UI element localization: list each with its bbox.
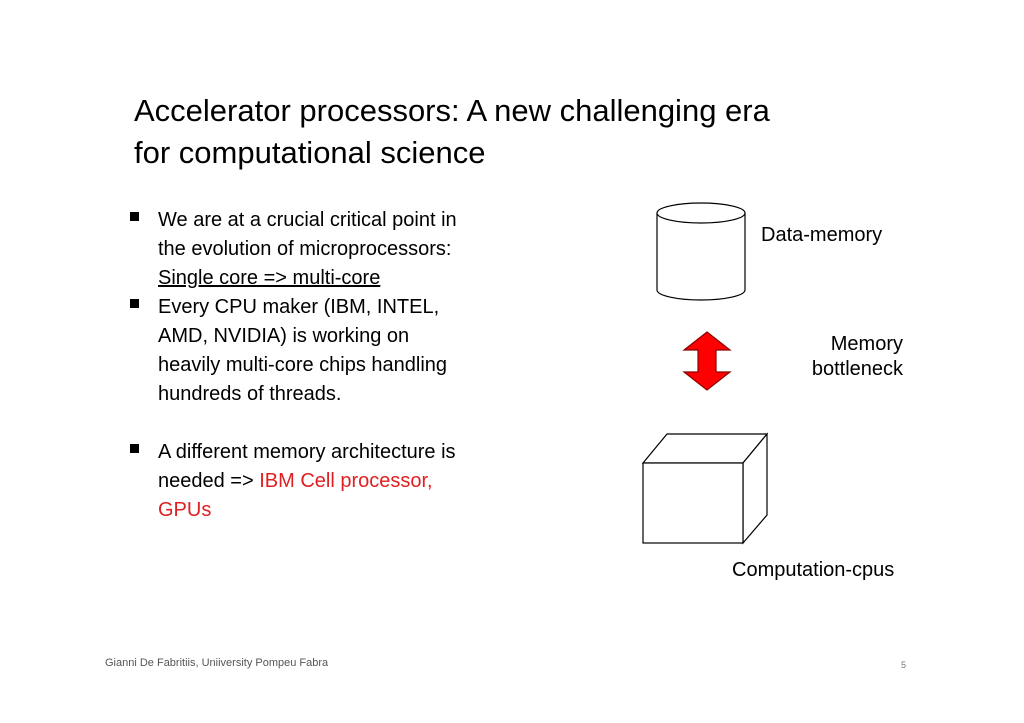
computation-cube-icon	[641, 432, 769, 545]
bullet-square-icon	[130, 444, 139, 453]
bullet-square-icon	[130, 299, 139, 308]
data-memory-label: Data-memory	[761, 224, 883, 246]
bullet-3-line-3-red: GPUs	[158, 499, 212, 521]
title-line-1: Accelerator processors: A new challengin…	[134, 93, 770, 128]
footer-author: Gianni De Fabritiis, Uniiversity Pompeu …	[105, 657, 329, 669]
bottleneck-line-2: bottleneck	[811, 358, 903, 380]
title-line-2: for computational science	[134, 135, 486, 170]
bullet-item-3: A different memory architecture is neede…	[128, 438, 508, 525]
computation-cpus-label: Computation-cpus	[732, 559, 895, 581]
bullet-item-2: Every CPU maker (IBM, INTEL, AMD, NVIDIA…	[128, 293, 508, 409]
bullet-square-icon	[130, 212, 139, 221]
bullet-1-line-1: We are at a crucial critical point in	[158, 209, 457, 231]
bottleneck-line-1: Memory	[830, 333, 903, 355]
data-memory-cylinder-icon	[656, 202, 746, 301]
bullet-list: We are at a crucial critical point in th…	[128, 206, 508, 525]
page-number: 5	[901, 660, 907, 670]
bullet-2-line-2: AMD, NVIDIA) is working on	[158, 325, 410, 347]
bullet-3-line-2-prefix: needed =>	[158, 470, 260, 492]
bullet-3-line-2-red: IBM Cell processor,	[259, 470, 433, 492]
bullet-2-line-1: Every CPU maker (IBM, INTEL,	[158, 296, 440, 318]
memory-bottleneck-label: Memory bottleneck	[780, 332, 903, 382]
bullet-item-1: We are at a crucial critical point in th…	[128, 206, 508, 293]
bullet-1-line-2: the evolution of microprocessors:	[158, 238, 452, 260]
bullet-3-line-1: A different memory architecture is	[158, 441, 456, 463]
title-heading: Accelerator processors: A new challengin…	[134, 90, 894, 174]
bullet-2-line-3: heavily multi-core chips handling	[158, 354, 448, 376]
bottleneck-arrow-icon	[682, 331, 732, 391]
bullet-2-line-4: hundreds of threads.	[158, 383, 342, 405]
bullet-1-underlined: Single core => multi-core	[158, 267, 381, 289]
